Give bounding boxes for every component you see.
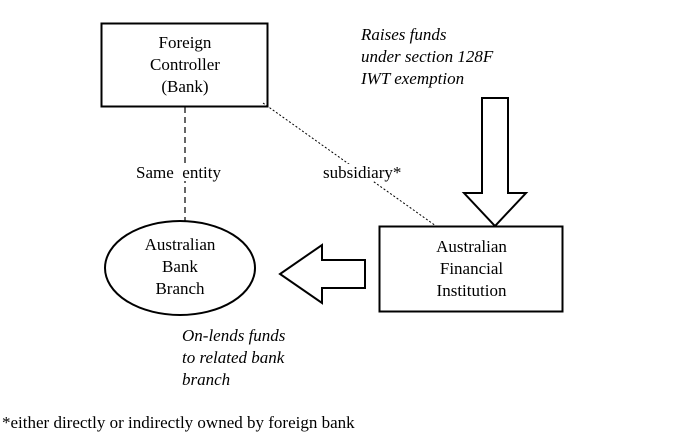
financial-institution-line2: Financial — [439, 259, 504, 278]
on-lends-line1: On-lends funds — [182, 326, 286, 345]
on-lends-line2: to related bank — [182, 348, 285, 367]
same-entity-label: Same entity — [136, 163, 221, 182]
bank-branch-line1: Australian — [144, 235, 216, 254]
financial-institution-box — [378, 225, 564, 313]
financial-institution-line1: Australian — [436, 237, 507, 256]
on-lends-line3: branch — [182, 370, 231, 389]
bank-branch-label: Australian Bank Branch — [105, 234, 255, 300]
subsidiary-connector — [262, 102, 437, 227]
raises-funds-note: Raises funds under section 128F IWT exem… — [361, 24, 493, 90]
foreign-controller-box — [100, 22, 269, 108]
raises-funds-line2: under section 128F — [361, 47, 494, 66]
bank-branch-ellipse — [104, 220, 256, 316]
on-lends-note: On-lends funds to related bank branch — [182, 325, 285, 391]
subsidiary-label: subsidiary* — [323, 163, 402, 182]
on-lend-arrow — [278, 243, 366, 305]
financial-institution-label: Australian Financial Institution — [379, 236, 564, 302]
raises-funds-line3: IWT exemption — [361, 69, 465, 88]
foreign-controller-label: Foreign Controller (Bank) — [101, 32, 269, 98]
footnote: *either directly or indirectly owned by … — [2, 413, 355, 432]
bank-branch-line3: Branch — [155, 279, 205, 298]
financial-institution-line3: Institution — [436, 281, 507, 300]
bank-branch-line2: Bank — [162, 257, 198, 276]
foreign-controller-line2: Controller — [150, 55, 220, 74]
funds-raised-arrow — [461, 97, 529, 228]
raises-funds-line1: Raises funds — [361, 25, 447, 44]
foreign-controller-line1: Foreign — [158, 33, 212, 52]
foreign-controller-line3: (Bank) — [161, 77, 209, 96]
